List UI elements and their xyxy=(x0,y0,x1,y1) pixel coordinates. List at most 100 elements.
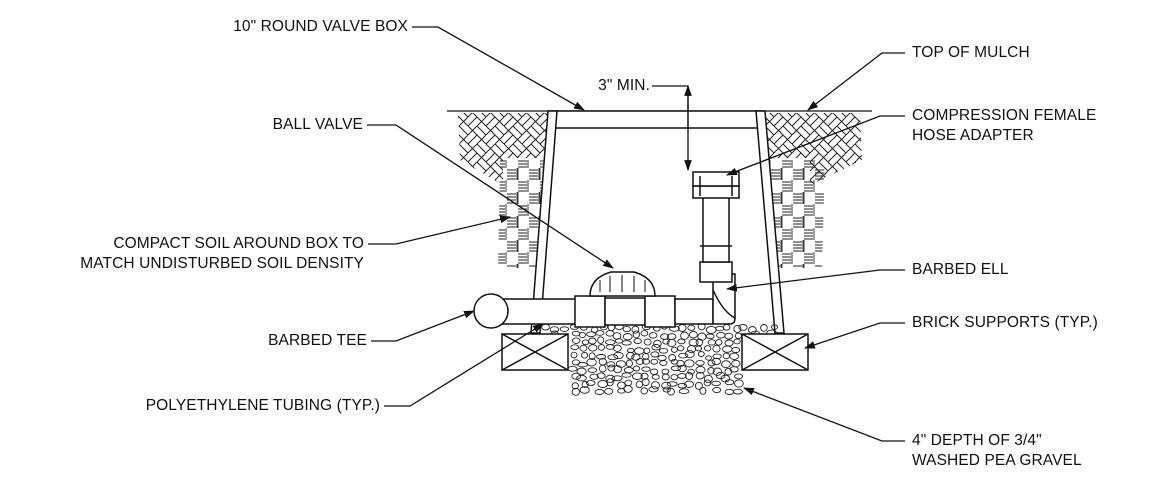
gravel-stone xyxy=(571,387,580,396)
label-barbed-ell: BARBED ELL xyxy=(912,261,1009,278)
gravel-stone xyxy=(677,382,688,389)
gravel-stone xyxy=(748,326,757,334)
gravel-stone xyxy=(625,359,633,368)
gravel-stone xyxy=(588,344,598,352)
label-ball-valve: BALL VALVE xyxy=(272,116,363,133)
gravel-stone xyxy=(678,352,689,359)
gravel-stone xyxy=(670,374,679,381)
gravel-stone xyxy=(589,373,599,380)
gravel-stone xyxy=(687,368,695,375)
gravel-stone xyxy=(648,386,659,393)
gravel-stone xyxy=(571,330,581,337)
label-hose-adapter-line1: COMPRESSION FEMALE xyxy=(912,107,1097,124)
gravel-stone xyxy=(643,338,652,346)
label-brick-supports: BRICK SUPPORTS (TYP.) xyxy=(912,314,1098,331)
gravel-stone xyxy=(722,352,730,360)
gravel-stone xyxy=(695,338,704,347)
gravel-stone xyxy=(667,387,675,396)
gravel-stone xyxy=(598,358,607,366)
gravel-stone xyxy=(653,339,662,348)
gravel-stone xyxy=(678,388,690,395)
gravel-stone xyxy=(703,374,713,384)
gravel-stone xyxy=(549,326,560,333)
gravel-stone xyxy=(680,331,689,340)
gravel-stone xyxy=(707,359,716,367)
gravel-stone xyxy=(605,344,615,350)
gravel-stone xyxy=(596,372,606,379)
gravel-stone xyxy=(729,366,739,373)
gravel-stone xyxy=(634,347,645,355)
valve-body xyxy=(604,297,646,326)
label-poly-tubing: POLYETHYLENE TUBING (TYP.) xyxy=(145,397,380,414)
gravel-stone xyxy=(643,347,651,354)
gravel-stone xyxy=(613,351,624,360)
gravel-stone xyxy=(605,339,616,346)
gravel-stone xyxy=(621,372,632,378)
gravel-stone xyxy=(724,388,735,395)
gravel-stone xyxy=(641,378,650,387)
gravel-stone xyxy=(650,351,660,358)
gravel-stone xyxy=(688,330,698,339)
gravel-stone xyxy=(738,324,748,331)
gravel-stone xyxy=(579,386,590,394)
gravel-stone xyxy=(724,332,734,340)
gravel-stone xyxy=(705,325,717,334)
gravel-stone xyxy=(576,367,587,376)
gravel-stone xyxy=(677,345,685,352)
gravel-stone xyxy=(605,374,616,383)
gravel-stone xyxy=(695,360,705,366)
gravel-stone xyxy=(670,346,678,353)
gravel-stone xyxy=(632,330,640,339)
valve-body-right xyxy=(644,295,676,328)
gravel-stone xyxy=(598,344,605,351)
gravel-stone xyxy=(771,324,778,330)
gravel-stone xyxy=(641,358,651,365)
gravel-stone xyxy=(658,347,669,354)
gravel-stone xyxy=(635,380,644,389)
gravel-stone xyxy=(571,382,579,390)
label-barbed-tee: BARBED TEE xyxy=(268,332,367,349)
gravel-stone xyxy=(604,387,614,395)
gravel-stone xyxy=(648,332,658,339)
gravel-stone xyxy=(585,380,596,386)
gravel-stone xyxy=(732,388,743,395)
gravel-stone xyxy=(666,381,678,387)
gravel-stone xyxy=(650,358,658,365)
gravel-stone xyxy=(567,365,578,372)
gravel-stone xyxy=(581,339,590,346)
gravel-stone xyxy=(734,332,742,340)
gravel-stone xyxy=(697,351,705,357)
gravel-stone xyxy=(641,366,651,372)
gravel-stone xyxy=(633,338,642,345)
gravel-stone xyxy=(731,346,741,354)
gravel-stone xyxy=(687,324,696,331)
soil-right xyxy=(763,113,862,268)
gravel-stone xyxy=(651,344,661,351)
gravel-stone xyxy=(695,365,706,374)
gravel-stone xyxy=(586,358,597,367)
gravel-stone xyxy=(598,364,607,373)
leaders xyxy=(367,26,905,442)
soil-left xyxy=(458,113,548,268)
gravel-stone xyxy=(621,340,632,346)
gravel-stone xyxy=(704,345,712,352)
gravel-stone xyxy=(716,331,726,339)
gravel-stone xyxy=(642,353,650,360)
gravel-stone xyxy=(588,352,596,361)
gravel-stone xyxy=(576,374,587,382)
gravel-stone xyxy=(684,380,694,388)
gravel-stone xyxy=(677,373,687,379)
piping-assembly xyxy=(473,171,740,329)
gravel-stone xyxy=(722,324,731,331)
gravel-stone xyxy=(594,389,605,395)
gravel-stone xyxy=(581,380,589,388)
gravel-stone xyxy=(623,366,634,374)
gravel-stone xyxy=(613,365,622,374)
gravel-stone xyxy=(722,345,733,353)
gravel-stone xyxy=(588,337,597,345)
gravel-stone xyxy=(712,344,721,353)
gravel-stone xyxy=(657,354,667,361)
gravel-stone xyxy=(607,354,619,361)
gravel-stone xyxy=(572,337,581,344)
gravel-stone xyxy=(731,359,741,368)
